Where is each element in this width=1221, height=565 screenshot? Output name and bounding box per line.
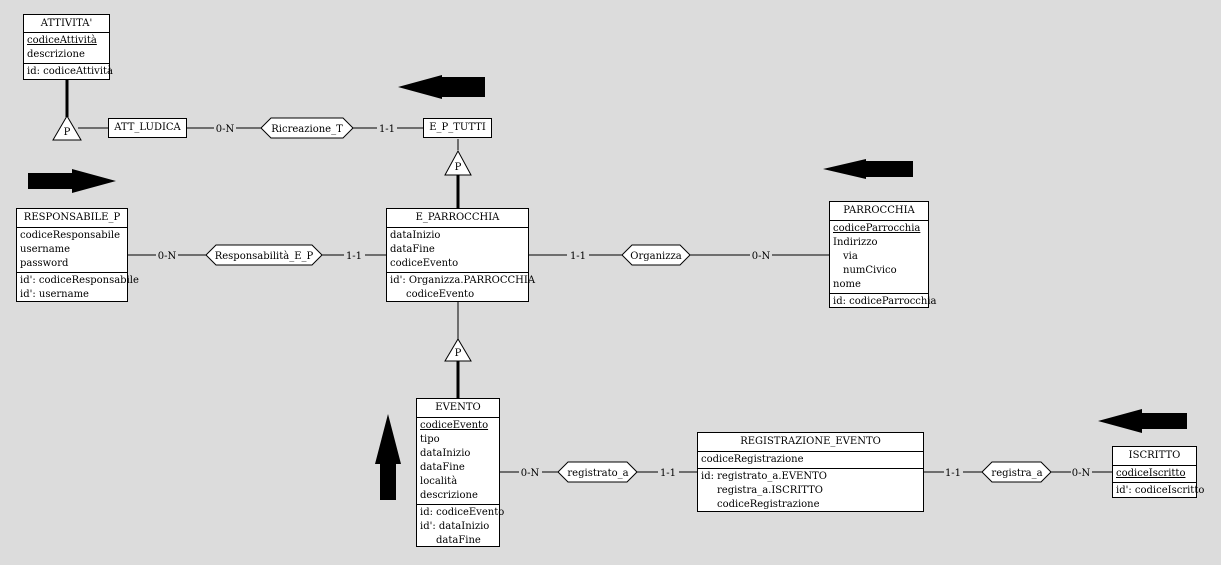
attribute: dataFine bbox=[420, 462, 465, 473]
attribute: username bbox=[20, 244, 71, 255]
attribute: password bbox=[20, 258, 69, 269]
relationship-organizza-label: Organizza bbox=[630, 251, 682, 262]
entity-iscritto-attributes: codiceIscritto bbox=[1113, 466, 1196, 482]
attribute: tipo bbox=[420, 434, 440, 445]
entity-attivita: ATTIVITA' codiceAttività descrizione id:… bbox=[23, 14, 113, 80]
identifier: id: registrato_a.EVENTO bbox=[701, 471, 827, 482]
entity-parrocchia-attributes: codiceParrocchia Indirizzo via numCivico… bbox=[830, 221, 928, 293]
entity-e-parrocchia-title: E_PARROCCHIA bbox=[387, 209, 528, 228]
relationship-responsabilita-shape bbox=[205, 244, 323, 266]
generalization-p2-triangle bbox=[444, 149, 472, 176]
identifier: codiceEvento bbox=[406, 289, 475, 300]
entity-parrocchia-identifiers: id: codiceParrocchia bbox=[830, 293, 937, 310]
cardinality-resp-responsabilita: 0-N bbox=[158, 251, 177, 262]
cardinality-attludica-ricreazione: 0-N bbox=[216, 124, 235, 135]
cardinality-responsabilita-eparr: 1-1 bbox=[346, 251, 362, 262]
entity-evento: EVENTO codiceEvento tipo dataInizio data… bbox=[416, 398, 505, 549]
entity-responsabile: RESPONSABILE_P codiceResponsabile userna… bbox=[16, 208, 139, 303]
entity-evento-attributes: codiceEvento tipo dataInizio dataFine lo… bbox=[417, 418, 499, 504]
entity-e-parrocchia-attributes: dataInizio dataFine codiceEvento bbox=[387, 228, 528, 272]
identifier: id: codiceEvento bbox=[420, 507, 505, 518]
relationship-ricreazione-label: Ricreazione_T bbox=[271, 124, 343, 135]
entity-att-ludica: ATT_LUDICA bbox=[108, 118, 187, 138]
attribute: dataInizio bbox=[390, 230, 441, 241]
attribute: codiceRegistrazione bbox=[701, 454, 804, 465]
attribute: codiceAttività bbox=[27, 35, 97, 46]
cardinality-eparr-organizza: 1-1 bbox=[570, 251, 586, 262]
relationship-registra-label: registra_a bbox=[991, 468, 1042, 479]
identifier: id': codiceResponsabile bbox=[20, 275, 139, 286]
cardinality-registrazione-registra: 1-1 bbox=[945, 468, 961, 479]
relationship-registrato-label: registrato_a bbox=[567, 468, 628, 479]
relationship-responsabilita-label: Responsabilità_E_P bbox=[215, 251, 314, 262]
attribute: codiceResponsabile bbox=[20, 230, 120, 241]
attribute: codiceEvento bbox=[390, 258, 459, 269]
cardinality-evento-registrato: 0-N bbox=[521, 468, 540, 479]
attribute: descrizione bbox=[420, 490, 478, 501]
identifier: id': username bbox=[20, 289, 89, 300]
cardinality-registrato-registrazione: 1-1 bbox=[660, 468, 676, 479]
relationship-ricreazione-shape bbox=[260, 117, 354, 139]
identifier: id': dataInizio bbox=[420, 521, 490, 532]
identifier: id: codiceAttività bbox=[27, 66, 113, 77]
identifier: id': Organizza.PARROCCHIA bbox=[390, 275, 536, 286]
entity-e-parrocchia-identifiers: id': Organizza.PARROCCHIA codiceEvento bbox=[387, 272, 536, 303]
attribute: Indirizzo bbox=[833, 237, 878, 248]
cardinality-ricreazione-eptutti: 1-1 bbox=[379, 124, 395, 135]
attribute: dataFine bbox=[390, 244, 435, 255]
entity-registrazione-evento-title: REGISTRAZIONE_EVENTO bbox=[698, 433, 923, 452]
arrow-up-bottom-icon bbox=[375, 414, 401, 500]
generalization-p2-label: P bbox=[455, 162, 462, 173]
cardinality-registra-iscritto: 0-N bbox=[1072, 468, 1091, 479]
identifier: dataFine bbox=[436, 535, 481, 546]
entity-parrocchia: PARROCCHIA codiceParrocchia Indirizzo vi… bbox=[829, 201, 937, 310]
generalization-p3-triangle bbox=[444, 338, 472, 362]
arrow-right-left-icon bbox=[28, 169, 116, 193]
attribute: codiceEvento bbox=[420, 420, 489, 431]
entity-registrazione-evento: REGISTRAZIONE_EVENTO codiceRegistrazione… bbox=[697, 432, 924, 512]
entity-evento-title: EVENTO bbox=[417, 399, 499, 418]
relationship-organizza-shape bbox=[621, 244, 691, 266]
attribute: descrizione bbox=[27, 49, 85, 60]
entity-e-p-tutti: E_P_TUTTI bbox=[423, 118, 492, 138]
attribute: codiceParrocchia bbox=[833, 223, 921, 234]
arrow-left-top-icon bbox=[398, 75, 485, 99]
entity-responsabile-identifiers: id': codiceResponsabile id': username bbox=[17, 272, 139, 303]
entity-iscritto: ISCRITTO codiceIscritto id': codiceIscri… bbox=[1112, 446, 1205, 499]
entity-iscritto-identifiers: id': codiceIscritto bbox=[1113, 482, 1205, 499]
attribute: via bbox=[843, 251, 858, 262]
entity-responsabile-attributes: codiceResponsabile username password bbox=[17, 228, 127, 272]
entity-attivita-identifiers: id: codiceAttività bbox=[24, 63, 113, 80]
relationship-registrato-shape bbox=[557, 461, 638, 483]
identifier: registra_a.ISCRITTO bbox=[717, 485, 823, 496]
entity-iscritto-title: ISCRITTO bbox=[1113, 447, 1196, 466]
attribute: numCivico bbox=[843, 265, 897, 276]
entity-responsabile-title: RESPONSABILE_P bbox=[17, 209, 127, 228]
entity-registrazione-evento-attributes: codiceRegistrazione bbox=[698, 452, 923, 468]
attribute: nome bbox=[833, 279, 861, 290]
relationship-registra-shape bbox=[981, 461, 1052, 483]
arrow-left-bottom-right-icon bbox=[1098, 409, 1187, 433]
entity-evento-identifiers: id: codiceEvento id': dataInizio dataFin… bbox=[417, 504, 505, 549]
identifier: id: codiceParrocchia bbox=[833, 296, 937, 307]
arrow-left-right-icon bbox=[823, 159, 913, 179]
attribute: località bbox=[420, 476, 458, 487]
generalization-p1-label: P bbox=[64, 127, 71, 138]
identifier: id': codiceIscritto bbox=[1116, 485, 1205, 496]
attribute: codiceIscritto bbox=[1116, 468, 1186, 479]
generalization-p3-label: P bbox=[455, 348, 462, 359]
generalization-p1-triangle bbox=[52, 115, 82, 141]
identifier: codiceRegistrazione bbox=[717, 499, 820, 510]
entity-attivita-title: ATTIVITA' bbox=[24, 15, 109, 33]
cardinality-organizza-parr: 0-N bbox=[752, 251, 771, 262]
entity-registrazione-evento-identifiers: id: registrato_a.EVENTO registra_a.ISCRI… bbox=[698, 468, 923, 513]
attribute: dataInizio bbox=[420, 448, 471, 459]
entity-parrocchia-title: PARROCCHIA bbox=[830, 202, 928, 221]
entity-attivita-attributes: codiceAttività descrizione bbox=[24, 33, 109, 63]
entity-e-parrocchia: E_PARROCCHIA dataInizio dataFine codiceE… bbox=[386, 208, 536, 303]
